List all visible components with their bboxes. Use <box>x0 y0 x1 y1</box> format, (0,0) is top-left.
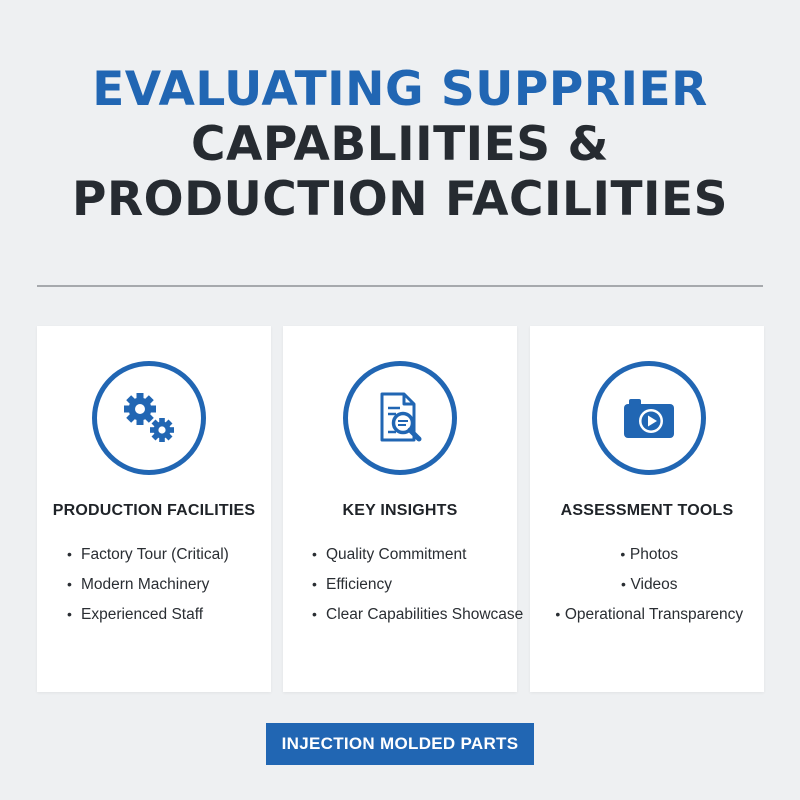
list-item: Quality Commitment <box>312 539 523 569</box>
card-assessment-tools: ASSESSMENT TOOLS Photos Videos Operation… <box>530 326 764 692</box>
list-item: Photos <box>530 539 764 569</box>
list-item: Videos <box>530 569 764 599</box>
title-line-2: CAPABLIITIES & <box>191 117 609 172</box>
document-search-icon <box>343 361 457 475</box>
list-item: Factory Tour (Critical) <box>67 539 229 569</box>
card-list: Factory Tour (Critical) Modern Machinery… <box>67 539 229 629</box>
list-item: Operational Transparency <box>530 599 764 629</box>
card-heading: ASSESSMENT TOOLS <box>560 502 734 519</box>
card-list: Quality Commitment Efficiency Clear Capa… <box>312 539 523 629</box>
list-item: Efficiency <box>312 569 523 599</box>
gears-icon <box>92 361 206 475</box>
injection-molded-parts-tag: INJECTION MOLDED PARTS <box>266 723 534 765</box>
title-line-1: EVALUATING SUPPRIER <box>92 62 708 117</box>
card-production-facilities: PRODUCTION FACILITIES Factory Tour (Crit… <box>37 326 271 692</box>
list-item: Experienced Staff <box>67 599 229 629</box>
list-item: Clear Capabilities Showcase <box>312 599 523 629</box>
video-camera-icon <box>592 361 706 475</box>
card-list: Photos Videos Operational Transparency <box>530 539 764 629</box>
card-heading: PRODUCTION FACILITIES <box>52 502 256 519</box>
title-divider <box>37 285 763 287</box>
page-title: EVALUATING SUPPRIER CAPABLIITIES & PRODU… <box>0 62 800 227</box>
card-key-insights: KEY INSIGHTS Quality Commitment Efficien… <box>283 326 523 692</box>
card-heading: KEY INSIGHTS <box>342 502 458 519</box>
list-item: Modern Machinery <box>67 569 229 599</box>
title-line-3: PRODUCTION FACILITIES <box>72 172 728 227</box>
